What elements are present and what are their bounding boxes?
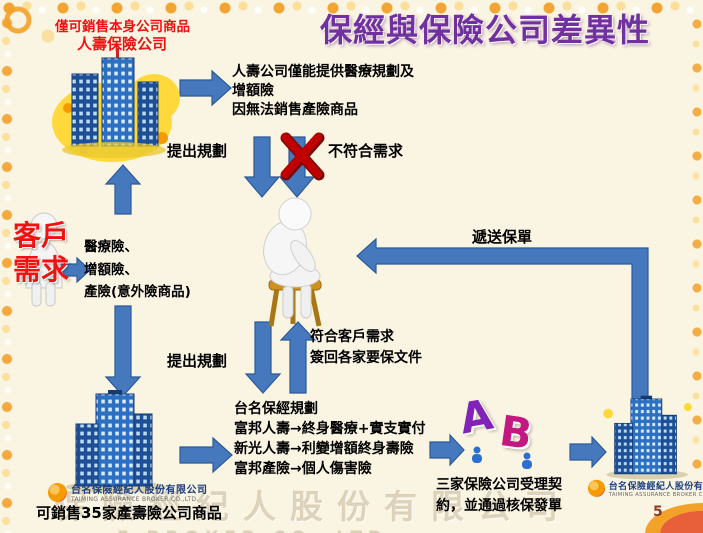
customer-need-word-bottom: 需求 bbox=[13, 253, 70, 286]
customer-figure-icon bbox=[25, 212, 63, 307]
logo-name-zh: 台名保險經紀人股份有限公司 bbox=[71, 485, 208, 496]
mismatch-label: 不符合需求 bbox=[328, 142, 404, 160]
logo-name-en: TAIMING ASSURANCE BROKER CO.,LTD. bbox=[608, 491, 703, 498]
plan-line-fubon-property: 富邦產險→個人傷害險 bbox=[234, 461, 372, 477]
broker-building-right-icon bbox=[603, 395, 692, 480]
page-title: 保經與保險公司差異性 bbox=[320, 11, 651, 49]
plan-line-fubon-life: 富邦人壽→終身醫療+實支實付 bbox=[234, 421, 426, 437]
arrow-insurers-to-broker bbox=[569, 435, 607, 469]
arrow-broker-to-plan bbox=[179, 436, 233, 474]
page-number: 5 bbox=[653, 504, 663, 520]
life-company-building-icon bbox=[52, 48, 180, 162]
mini-figure-icon bbox=[472, 446, 482, 463]
life-company-label: 人壽保險公司 bbox=[77, 35, 168, 53]
customer-need-word-top: 客戶 bbox=[13, 219, 70, 252]
arrow-customer-down bbox=[104, 305, 142, 397]
arrow-broker-propose-down bbox=[244, 321, 282, 394]
plan-title: 台名保經規劃 bbox=[234, 401, 318, 417]
taiming-logo-icon bbox=[48, 482, 67, 502]
broker-sell-note: 可銷售35家產壽險公司商品 bbox=[36, 504, 222, 522]
insurers-accept-text: 三家保險公司受理契 約，並通過核保發單 bbox=[436, 475, 562, 517]
taiming-logo-right: 台名保險經紀人股份有限公司 TAIMING ASSURANCE BROKER C… bbox=[588, 478, 703, 498]
life-restriction-note: 僅可銷售本身公司商品 bbox=[55, 19, 190, 35]
taiming-logo-icon bbox=[588, 479, 606, 497]
need-item-property: 產險(意外險商品) bbox=[84, 284, 191, 300]
broker-building-icon bbox=[66, 390, 166, 493]
arrow-life-to-limitation bbox=[179, 69, 232, 107]
propose-plan-top-label: 提出規劃 bbox=[167, 142, 228, 160]
logo-name-en: TAIMING ASSURANCE BROKER CO.,LTD. bbox=[71, 496, 199, 503]
match-need-text: 符合客戶需求 簽回各家要保文件 bbox=[310, 327, 422, 369]
arrow-propose-down-left bbox=[243, 136, 281, 198]
arrow-broker-response-up bbox=[279, 321, 317, 394]
propose-plan-bottom-label: 提出規劃 bbox=[167, 352, 228, 370]
need-item-increment: 增額險、 bbox=[84, 261, 138, 278]
person-sitting-icon bbox=[263, 197, 322, 327]
mini-figure-icon bbox=[522, 452, 532, 469]
arrow-customer-up bbox=[104, 164, 142, 215]
match-line2: 簽回各家要保文件 bbox=[310, 350, 422, 366]
plan-line-shinkong-life: 新光人壽→利變增額終身壽險 bbox=[234, 441, 414, 457]
customer-needs-list: 醫療險、 增額險、 產險(意外險商品) bbox=[84, 236, 191, 304]
insurers-line2: 約，並通過核保發單 bbox=[436, 498, 562, 514]
life-limitation-text: 人壽公司僅能提供醫療規劃及 增額險 因無法銷售產險商品 bbox=[232, 63, 414, 120]
life-limitation-line3: 因無法銷售產險商品 bbox=[232, 102, 358, 118]
match-line1: 符合客戶需求 bbox=[310, 329, 394, 345]
logo-name-zh: 台名保險經紀人股份有限公司 bbox=[608, 481, 703, 492]
need-item-medical: 醫療險、 bbox=[84, 239, 138, 255]
arrow-plan-to-insurers bbox=[429, 433, 465, 467]
customer-need-label: 客戶 需求 bbox=[13, 219, 69, 287]
life-limitation-line2: 增額險 bbox=[232, 83, 274, 99]
x-mark-icon bbox=[280, 132, 325, 181]
broker-plan-text: 台名保經規劃 富邦人壽→終身醫療+實支實付 新光人壽→利變增額終身壽險 富邦產險… bbox=[234, 399, 425, 479]
deliver-policy-label: 遞送保單 bbox=[472, 228, 533, 246]
life-limitation-line1: 人壽公司僅能提供醫療規劃及 bbox=[232, 64, 414, 80]
insurers-line1: 三家保險公司受理契 bbox=[436, 477, 562, 493]
taiming-logo-left: 台名保險經紀人股份有限公司 TAIMING ASSURANCE BROKER C… bbox=[48, 481, 208, 503]
